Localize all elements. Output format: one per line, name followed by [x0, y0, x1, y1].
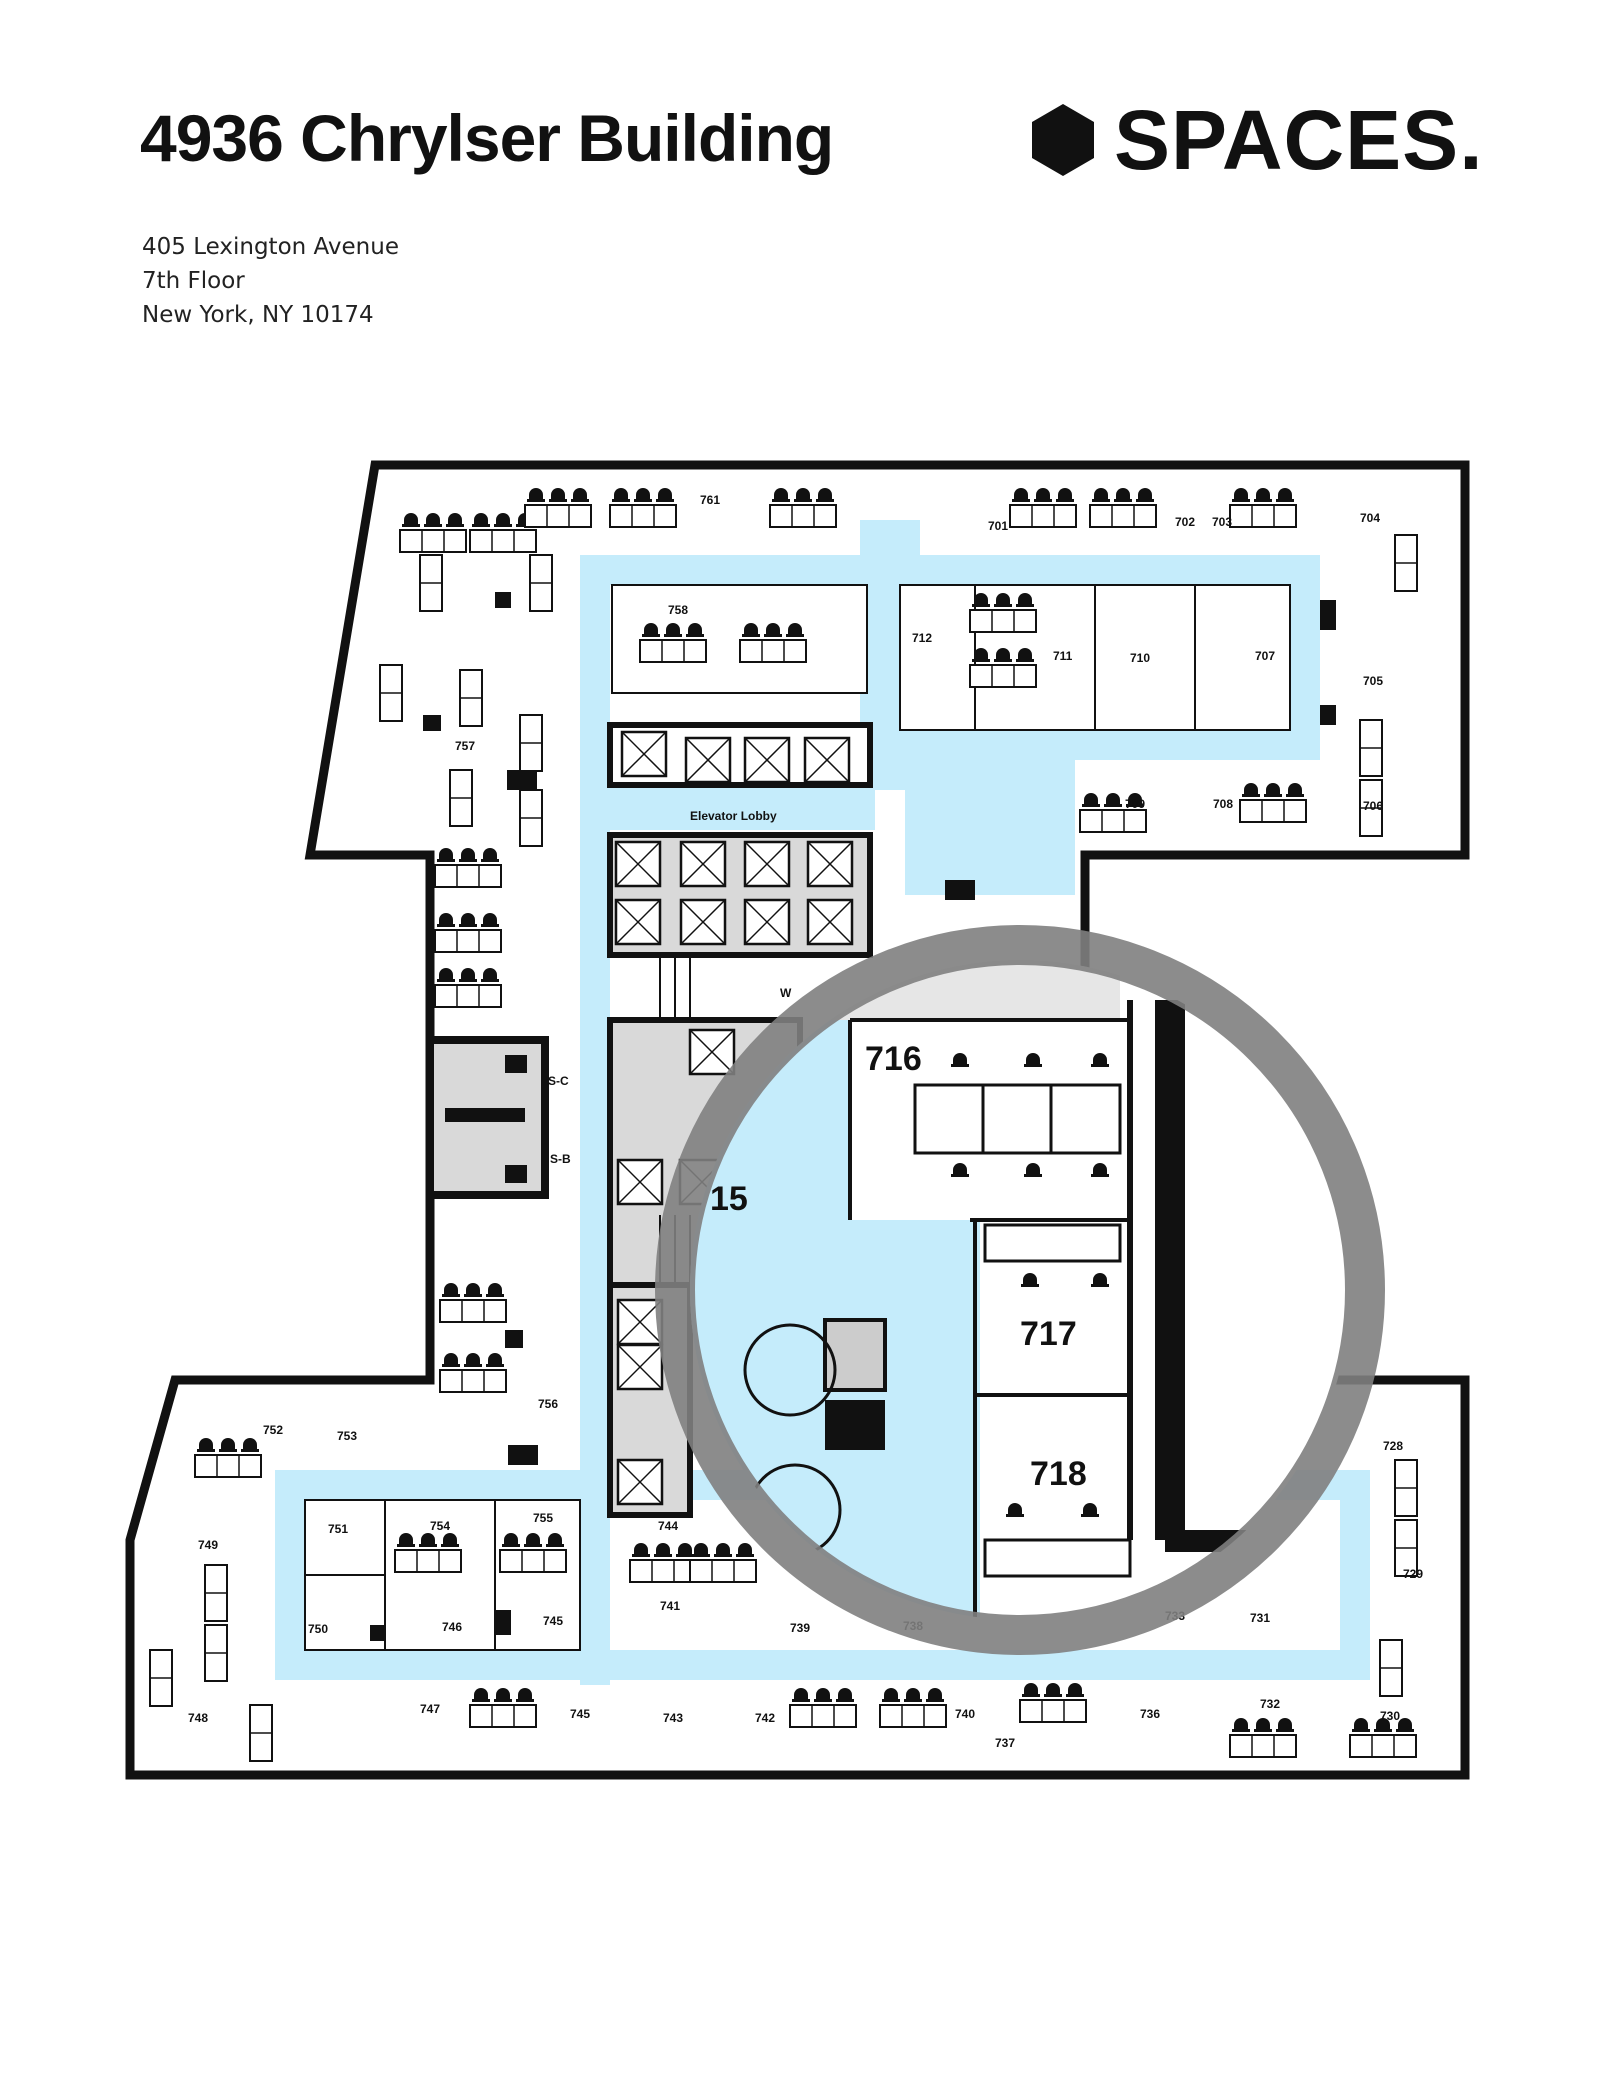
room-707: 707	[1255, 649, 1275, 663]
columns	[370, 592, 1336, 1641]
logo-text: SPACES.	[1114, 92, 1484, 187]
room-706: 706	[1363, 799, 1383, 813]
room-747: 747	[420, 1702, 440, 1716]
zoom-room-15: 15	[710, 1180, 748, 1218]
room-748: 748	[188, 1711, 208, 1725]
elevator-lobby-label: Elevator Lobby	[690, 809, 777, 823]
room-701: 701	[988, 519, 1008, 533]
room-732: 736	[1140, 1707, 1160, 1721]
room-746: 746	[442, 1620, 462, 1634]
room-754: 754	[430, 1519, 450, 1533]
room-741: 741	[660, 1599, 680, 1613]
room-742: 743	[663, 1711, 683, 1725]
address-block: 405 Lexington Avenue 7th Floor New York,…	[142, 230, 399, 332]
room-711: 711	[1053, 649, 1073, 663]
room-708: 708	[1213, 797, 1233, 811]
address-street: 405 Lexington Avenue	[142, 234, 399, 260]
room-704: 704	[1360, 511, 1380, 525]
room-729: 730	[1380, 1709, 1400, 1723]
room-702: 702	[1175, 515, 1195, 529]
room-736: 737	[995, 1736, 1015, 1750]
hexagon-logo-icon	[1032, 104, 1094, 176]
room-737: 740	[955, 1707, 975, 1721]
room-703: 703	[1212, 515, 1232, 529]
room-740: 742	[755, 1711, 775, 1725]
interior-rooms	[304, 584, 1291, 1651]
room-752: 752	[263, 1423, 283, 1437]
room-730: 731	[1250, 1611, 1270, 1625]
room-759: 761	[700, 493, 720, 507]
spaces-logo: SPACES.	[1030, 93, 1484, 187]
zoom-room-716: 716	[865, 1040, 922, 1078]
room-745: 745	[543, 1614, 563, 1628]
room-710: 710	[1130, 651, 1150, 665]
magnifier-callout: 716 717 718 15	[655, 925, 1385, 1655]
room-727: 728	[1383, 1439, 1403, 1453]
address-city: New York, NY 10174	[142, 302, 374, 328]
room-709: 709	[1125, 797, 1145, 811]
room-712: 712	[912, 631, 932, 645]
room-743: 745	[570, 1707, 590, 1721]
room-753: 753	[337, 1429, 357, 1443]
room-757: 757	[455, 739, 475, 753]
room-756: 756	[538, 1397, 558, 1411]
room-755: 755	[533, 1511, 553, 1525]
room-731: 732	[1260, 1697, 1280, 1711]
room-749: 749	[198, 1538, 218, 1552]
room-750: 750	[308, 1622, 328, 1636]
zoom-room-717: 717	[1020, 1315, 1077, 1353]
room-705: 705	[1363, 674, 1383, 688]
room-728: 729	[1403, 1567, 1423, 1581]
room-739: 739	[790, 1621, 810, 1635]
room-758: 758	[668, 603, 688, 617]
page-title: 4936 Chrylser Building	[140, 101, 834, 175]
room-labels: 761 701 702 703 704 705 706 707 708 709 …	[188, 493, 1423, 1750]
restroom-label: W	[780, 986, 792, 1000]
room-751: 751	[328, 1522, 348, 1536]
address-floor: 7th Floor	[142, 268, 245, 294]
room-744: 744	[658, 1519, 678, 1533]
stair-b-label: S-B	[550, 1152, 571, 1166]
zoom-room-718: 718	[1030, 1455, 1087, 1493]
stair-c-label: S-C	[548, 1074, 569, 1088]
